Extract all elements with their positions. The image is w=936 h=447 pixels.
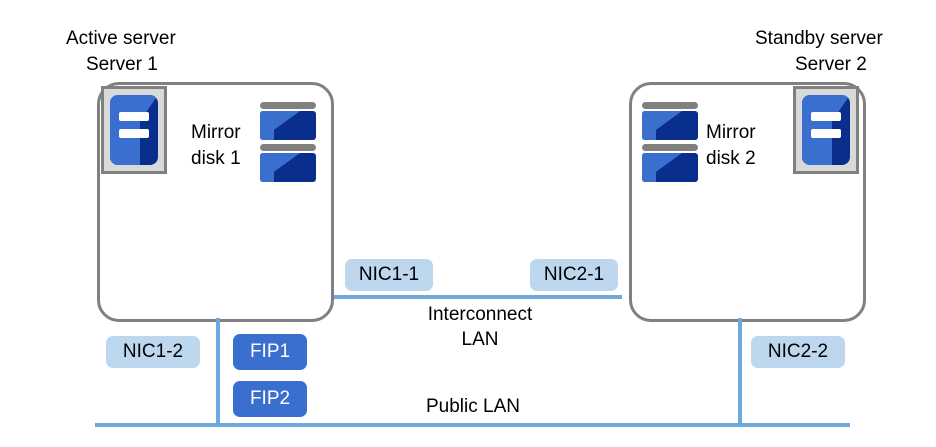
disk-cap-icon bbox=[642, 144, 698, 151]
disk-unit bbox=[260, 144, 316, 182]
disk-body-icon bbox=[642, 153, 698, 182]
public-lan-line bbox=[95, 423, 850, 427]
disk-unit bbox=[642, 102, 698, 140]
mirror-disk2-label-line2: disk 2 bbox=[706, 148, 756, 169]
standby-server-role-label: Standby server bbox=[755, 28, 883, 49]
mirror-disk1-label-line2: disk 1 bbox=[191, 148, 241, 169]
server1-icon-bar-top bbox=[119, 112, 149, 121]
interconnect-lan-label-line2: LAN bbox=[461, 329, 499, 350]
server2-public-lan-drop-line bbox=[738, 318, 742, 425]
nic-label-nic1-1[interactable]: NIC1-1 bbox=[345, 259, 433, 291]
mirror-disk1-icon bbox=[260, 102, 316, 182]
fip-pill-fip1[interactable]: FIP1 bbox=[233, 334, 307, 370]
server1-icon-bar-bottom bbox=[119, 129, 149, 138]
active-server-name-label: Server 1 bbox=[86, 54, 158, 75]
server2-icon-bar-top bbox=[811, 112, 841, 121]
server1-computer-icon bbox=[101, 86, 167, 174]
interconnect-lan-line bbox=[334, 295, 622, 299]
mirror-disk1-label-line1: Mirror bbox=[191, 122, 241, 143]
interconnect-lan-label-line1: Interconnect bbox=[427, 304, 533, 325]
disk-body-icon bbox=[260, 111, 316, 140]
nic-label-nic1-2[interactable]: NIC1-2 bbox=[106, 336, 200, 368]
mirror-disk2-label-line1: Mirror bbox=[706, 122, 756, 143]
fip-pill-fip2[interactable]: FIP2 bbox=[233, 381, 307, 417]
disk-unit bbox=[260, 102, 316, 140]
nic-label-nic2-2[interactable]: NIC2-2 bbox=[751, 336, 845, 368]
server2-icon-bar-bottom bbox=[811, 129, 841, 138]
standby-server-name-label: Server 2 bbox=[795, 54, 867, 75]
nic-label-nic2-1[interactable]: NIC2-1 bbox=[530, 259, 618, 291]
disk-unit bbox=[642, 144, 698, 182]
disk-body-icon bbox=[642, 111, 698, 140]
disk-cap-icon bbox=[260, 102, 316, 109]
disk-cap-icon bbox=[260, 144, 316, 151]
disk-cap-icon bbox=[642, 102, 698, 109]
server1-public-lan-drop-line bbox=[216, 318, 220, 425]
disk-body-icon bbox=[260, 153, 316, 182]
public-lan-label: Public LAN bbox=[426, 396, 520, 417]
server2-computer-icon bbox=[793, 86, 859, 174]
active-server-role-label: Active server bbox=[66, 28, 176, 49]
mirror-disk2-icon bbox=[642, 102, 698, 182]
